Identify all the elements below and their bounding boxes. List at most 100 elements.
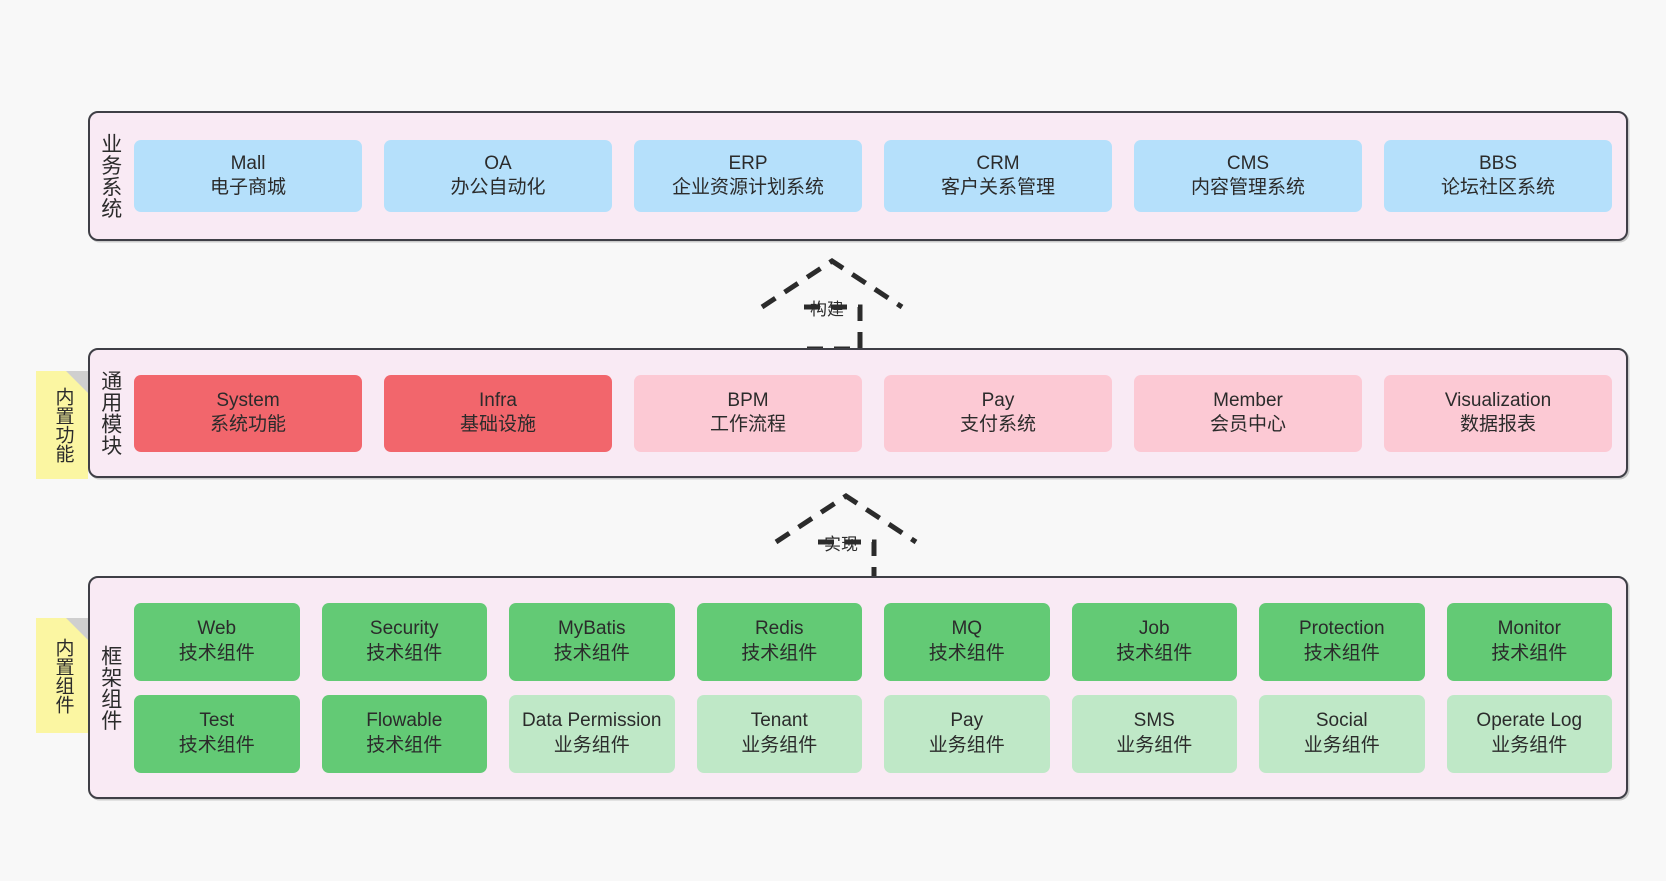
card-mq-name: MQ xyxy=(951,618,983,640)
card-pay-module[interactable]: Pay 支付系统 xyxy=(884,374,1112,452)
note-built-in-components: 内置组件 xyxy=(36,618,88,733)
card-redis-name: Redis xyxy=(754,618,804,640)
card-member[interactable]: Member 会员中心 xyxy=(1134,374,1362,452)
card-job-name: Job xyxy=(1138,618,1170,640)
card-test-name: Test xyxy=(199,710,235,732)
card-oa[interactable]: OA 办公自动化 xyxy=(384,140,612,212)
card-web[interactable]: Web 技术组件 xyxy=(134,602,300,681)
card-member-desc: 会员中心 xyxy=(1209,414,1286,435)
card-social[interactable]: Social 业务组件 xyxy=(1259,694,1425,773)
card-data-permission[interactable]: Data Permission 业务组件 xyxy=(509,694,675,773)
layer-business-title: 业务系统 xyxy=(98,133,122,219)
card-mall[interactable]: Mall 电子商城 xyxy=(134,140,362,212)
card-protection-desc: 技术组件 xyxy=(1303,642,1380,664)
card-security-name: Security xyxy=(369,618,439,640)
layer-framework-components: 框架组件 Web 技术组件 Security 技术组件 MyBatis 技术组件… xyxy=(88,576,1628,799)
card-system[interactable]: System 系统功能 xyxy=(134,374,362,452)
card-cms-desc: 内容管理系统 xyxy=(1190,177,1305,198)
card-job[interactable]: Job 技术组件 xyxy=(1071,602,1237,681)
card-visualization-desc: 数据报表 xyxy=(1459,414,1536,435)
card-tenant[interactable]: Tenant 业务组件 xyxy=(696,694,862,773)
card-security-desc: 技术组件 xyxy=(366,642,443,664)
card-oa-desc: 办公自动化 xyxy=(450,177,546,198)
card-cms[interactable]: CMS 内容管理系统 xyxy=(1134,140,1362,212)
card-bbs[interactable]: BBS 论坛社区系统 xyxy=(1384,140,1612,212)
card-flowable-name: Flowable xyxy=(366,710,443,732)
business-row: Mall 电子商城 OA 办公自动化 ERP 企业资源计划系统 CRM 客户关系… xyxy=(134,140,1612,212)
card-monitor-desc: 技术组件 xyxy=(1491,642,1568,664)
card-infra-name: Infra xyxy=(478,389,518,411)
card-social-name: Social xyxy=(1315,710,1368,732)
card-mybatis[interactable]: MyBatis 技术组件 xyxy=(509,602,675,681)
common-row: System 系统功能 Infra 基础设施 BPM 工作流程 Pay 支付系统… xyxy=(134,374,1612,452)
card-social-desc: 业务组件 xyxy=(1303,734,1380,756)
relation-build-arrow: 构建 xyxy=(752,257,912,352)
card-mybatis-name: MyBatis xyxy=(557,618,626,640)
note-built-in-components-label: 内置组件 xyxy=(52,637,74,714)
layer-framework-body: Web 技术组件 Security 技术组件 MyBatis 技术组件 Redi… xyxy=(130,578,1626,797)
relation-build-label: 构建 xyxy=(810,300,844,319)
framework-row-2: Test 技术组件 Flowable 技术组件 Data Permission … xyxy=(134,694,1612,773)
relation-implement-label: 实现 xyxy=(824,535,858,554)
relation-implement-arrow: 实现 xyxy=(766,492,926,587)
card-test-desc: 技术组件 xyxy=(178,734,255,756)
card-security[interactable]: Security 技术组件 xyxy=(321,602,487,681)
card-erp-name: ERP xyxy=(728,152,768,174)
card-web-desc: 技术组件 xyxy=(178,642,255,664)
layer-common-body: System 系统功能 Infra 基础设施 BPM 工作流程 Pay 支付系统… xyxy=(130,350,1626,476)
card-erp[interactable]: ERP 企业资源计划系统 xyxy=(634,140,862,212)
card-bpm[interactable]: BPM 工作流程 xyxy=(634,374,862,452)
card-member-name: Member xyxy=(1213,389,1283,411)
card-data-permission-desc: 业务组件 xyxy=(553,734,630,756)
card-protection[interactable]: Protection 技术组件 xyxy=(1259,602,1425,681)
card-tenant-desc: 业务组件 xyxy=(741,734,818,756)
card-sms-desc: 业务组件 xyxy=(1116,734,1193,756)
card-monitor[interactable]: Monitor 技术组件 xyxy=(1446,602,1612,681)
layer-business-systems: 业务系统 Mall 电子商城 OA 办公自动化 ERP 企业资源计划系统 CRM… xyxy=(88,111,1628,241)
card-crm-name: CRM xyxy=(976,152,1020,174)
layer-common-modules: 通用模块 System 系统功能 Infra 基础设施 BPM 工作流程 Pay… xyxy=(88,348,1628,478)
card-mall-name: Mall xyxy=(230,152,266,174)
card-mq[interactable]: MQ 技术组件 xyxy=(884,602,1050,681)
note-built-in-functions: 内置功能 xyxy=(36,371,88,479)
card-pay-module-name: Pay xyxy=(981,389,1015,411)
card-bpm-desc: 工作流程 xyxy=(709,414,786,435)
card-oa-name: OA xyxy=(484,152,512,174)
card-crm-desc: 客户关系管理 xyxy=(940,177,1055,198)
card-mq-desc: 技术组件 xyxy=(928,642,1005,664)
card-mall-desc: 电子商城 xyxy=(209,177,286,198)
card-operate-log[interactable]: Operate Log 业务组件 xyxy=(1446,694,1612,773)
card-infra[interactable]: Infra 基础设施 xyxy=(384,374,612,452)
card-tenant-name: Tenant xyxy=(750,710,808,732)
card-system-desc: 系统功能 xyxy=(209,414,286,435)
framework-row-1: Web 技术组件 Security 技术组件 MyBatis 技术组件 Redi… xyxy=(134,602,1612,681)
card-pay-component[interactable]: Pay 业务组件 xyxy=(884,694,1050,773)
card-crm[interactable]: CRM 客户关系管理 xyxy=(884,140,1112,212)
card-job-desc: 技术组件 xyxy=(1116,642,1193,664)
card-test[interactable]: Test 技术组件 xyxy=(134,694,300,773)
layer-framework-title: 框架组件 xyxy=(98,644,122,731)
note-fold-icon xyxy=(66,371,88,393)
card-visualization[interactable]: Visualization 数据报表 xyxy=(1384,374,1612,452)
card-pay-component-name: Pay xyxy=(950,710,984,732)
card-cms-name: CMS xyxy=(1226,152,1270,174)
card-sms[interactable]: SMS 业务组件 xyxy=(1071,694,1237,773)
card-system-name: System xyxy=(216,389,280,411)
card-operate-log-name: Operate Log xyxy=(1476,710,1583,732)
card-redis[interactable]: Redis 技术组件 xyxy=(696,602,862,681)
card-redis-desc: 技术组件 xyxy=(741,642,818,664)
card-mybatis-desc: 技术组件 xyxy=(553,642,630,664)
card-pay-component-desc: 业务组件 xyxy=(928,734,1005,756)
card-web-name: Web xyxy=(197,618,237,640)
note-built-in-functions-label: 内置功能 xyxy=(52,387,74,463)
card-infra-desc: 基础设施 xyxy=(459,414,536,435)
card-bbs-name: BBS xyxy=(1478,152,1518,174)
card-operate-log-desc: 业务组件 xyxy=(1491,734,1568,756)
card-erp-desc: 企业资源计划系统 xyxy=(671,177,824,198)
layer-business-body: Mall 电子商城 OA 办公自动化 ERP 企业资源计划系统 CRM 客户关系… xyxy=(130,113,1626,239)
card-bpm-name: BPM xyxy=(727,389,769,411)
card-visualization-name: Visualization xyxy=(1444,389,1552,411)
card-flowable[interactable]: Flowable 技术组件 xyxy=(321,694,487,773)
note-fold-icon xyxy=(66,618,88,640)
